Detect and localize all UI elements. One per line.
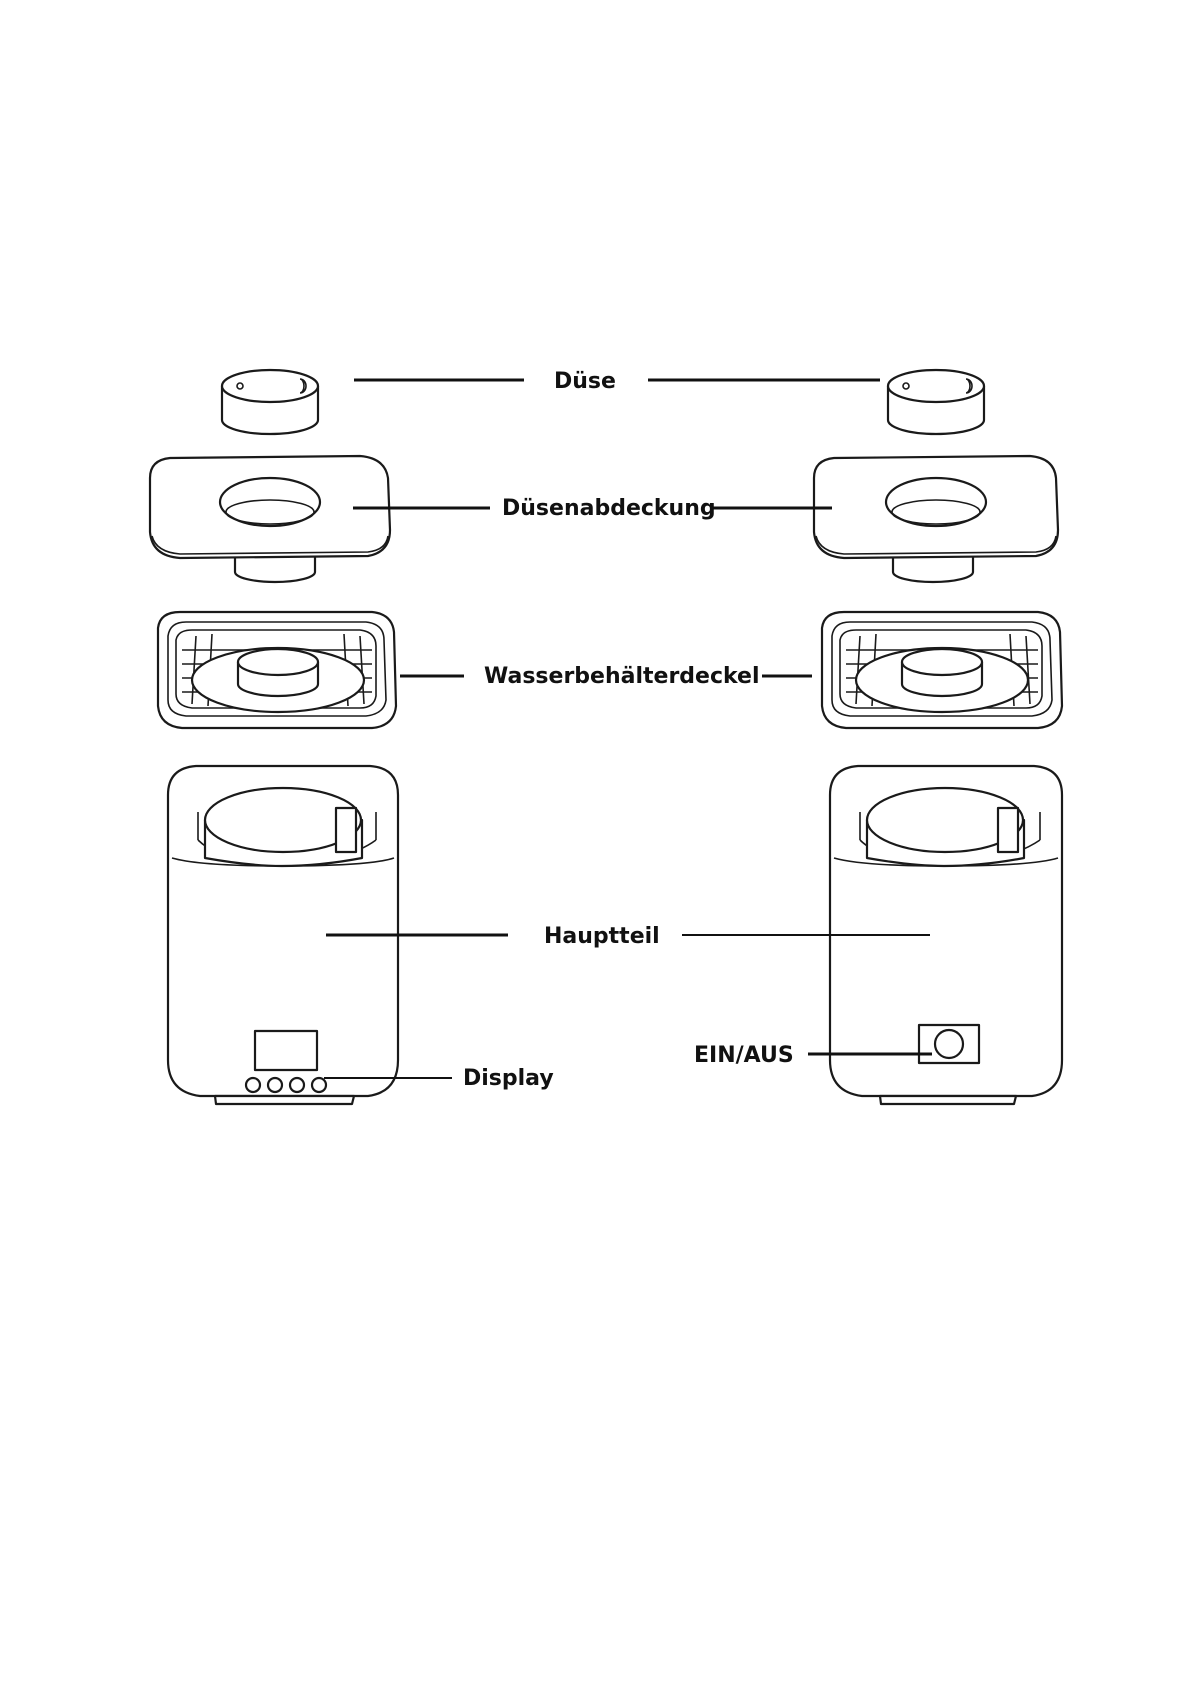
- part-labels: Düse Düsenabdeckung Wasserbehälterdeckel…: [463, 369, 794, 1091]
- label-nozzle-cover: Düsenabdeckung: [502, 496, 716, 521]
- label-display: Display: [463, 1066, 554, 1091]
- rear-tank-lid: [822, 612, 1062, 728]
- label-power: EIN/AUS: [694, 1043, 794, 1068]
- label-nozzle: Düse: [554, 369, 616, 394]
- label-tank-lid: Wasserbehälterdeckel: [484, 664, 760, 689]
- front-nozzle: [222, 370, 318, 434]
- front-view-assembly: [150, 370, 398, 1104]
- front-nozzle-cover: [150, 456, 390, 582]
- front-tank-lid: [158, 612, 396, 728]
- rear-view-assembly: [814, 370, 1062, 1104]
- rear-nozzle-cover: [814, 456, 1058, 582]
- label-main-body: Hauptteil: [544, 924, 660, 949]
- power-button[interactable]: [919, 1025, 979, 1063]
- rear-nozzle: [888, 370, 984, 434]
